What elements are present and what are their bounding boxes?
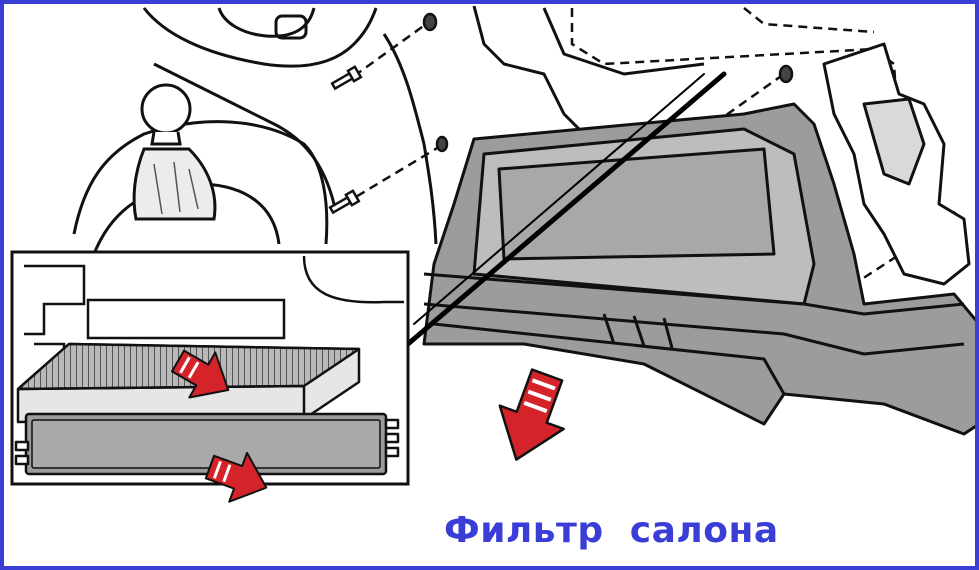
cabin-filter-inset — [10, 250, 410, 503]
glovebox — [422, 102, 975, 436]
glovebox-removal-drawing — [10, 5, 975, 503]
dashboard-bracket — [822, 42, 971, 286]
down-arrow-icon — [171, 349, 230, 399]
caption-title: Фильтр салона — [444, 510, 779, 551]
gear-shift-knob — [132, 83, 217, 221]
filter-cover — [14, 412, 400, 476]
down-arrow-icon — [204, 451, 268, 503]
down-arrow-icon — [498, 368, 565, 461]
dashboard-console — [72, 5, 705, 255]
inset-pointer-lines — [405, 71, 727, 347]
